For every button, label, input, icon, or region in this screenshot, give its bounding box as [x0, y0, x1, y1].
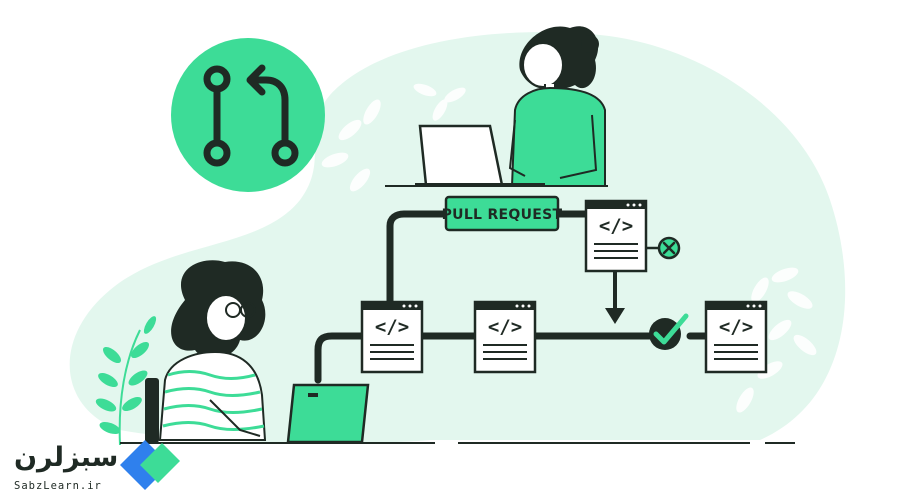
brand-name-latin: SabzLearn.ir — [14, 480, 102, 492]
leaf-decoration-top — [321, 83, 466, 192]
laptop-bottom — [286, 383, 370, 444]
code-symbol: </> — [719, 316, 753, 338]
x-icon — [657, 236, 681, 260]
leaf-decoration-left — [95, 316, 157, 446]
code-document-top: </> — [584, 199, 648, 273]
woman-bottom-figure — [145, 260, 267, 443]
brand-name-persian: سبزلرن — [14, 442, 119, 473]
code-document-middle: </> — [473, 300, 537, 374]
code-symbol: </> — [599, 215, 633, 237]
laptop-top — [415, 124, 545, 187]
pull-request-badge: PULL REQUEST — [442, 195, 563, 232]
git-pull-request-icon — [171, 38, 325, 192]
code-symbol: </> — [488, 316, 522, 338]
code-document-branch: </> — [360, 300, 424, 374]
pull-request-label: PULL REQUEST — [442, 207, 563, 223]
woman-top-figure — [508, 26, 606, 187]
merge-arrow-head — [605, 308, 625, 324]
leaf-decoration-right — [736, 267, 817, 413]
check-icon — [649, 313, 689, 350]
sabzlearn-logo-icon — [120, 440, 180, 490]
code-document-merged: </> — [704, 300, 768, 374]
code-symbol: </> — [375, 316, 409, 338]
